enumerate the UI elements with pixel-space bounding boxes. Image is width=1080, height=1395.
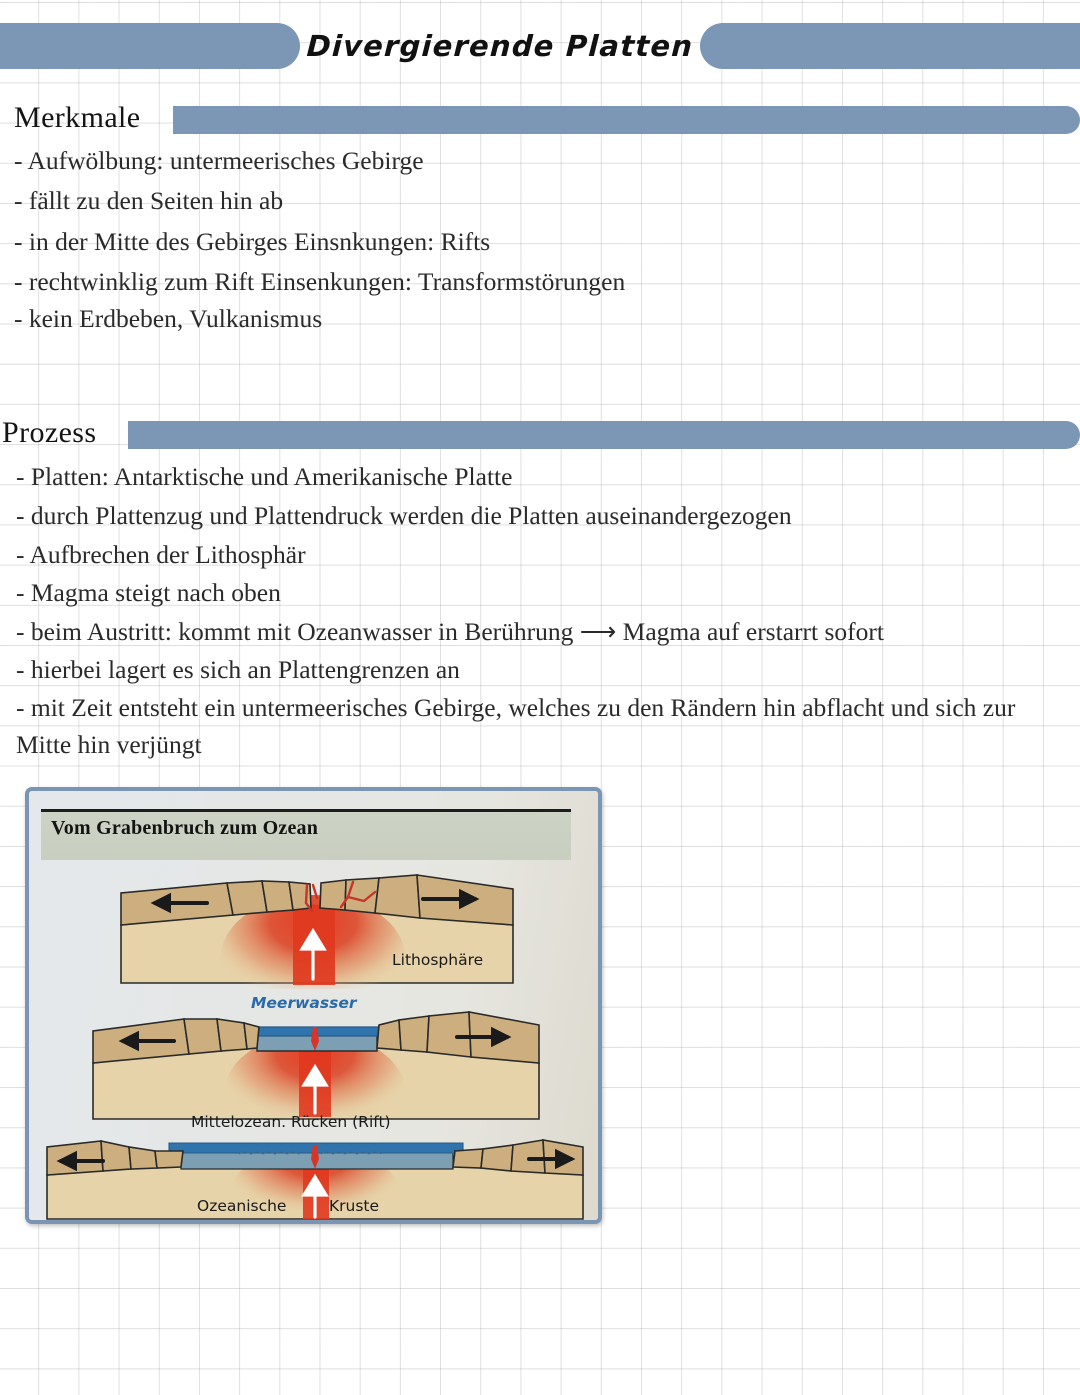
figure-label-meerwasser: Meerwasser — [251, 994, 357, 1012]
figure-label-mittelozean-ruecken: Mittelozean. Rücken (Rift) — [191, 1113, 391, 1131]
figure-panel-3 — [43, 1135, 588, 1220]
figure-title-band — [41, 809, 571, 860]
figure-title: Vom Grabenbruch zum Ozean — [51, 817, 319, 839]
prozess-line-2: - durch Plattenzug und Plattendruck werd… — [16, 501, 792, 530]
title-highlight-left — [0, 23, 300, 69]
prozess-line-6: - hierbei lagert es sich an Plattengrenz… — [16, 655, 460, 684]
merkmale-line-5: - kein Erdbeben, Vulkanismus — [14, 304, 323, 333]
figure-label-ozeanische: Ozeanische — [197, 1197, 287, 1215]
figure-panel-1 — [117, 871, 517, 989]
merkmale-line-3: - in der Mitte des Gebirges Einsnkungen:… — [14, 227, 491, 256]
merkmale-highlight — [173, 106, 1080, 134]
prozess-highlight — [128, 421, 1080, 449]
prozess-line-3: - Aufbrechen der Lithosphär — [16, 540, 306, 569]
figure-canvas: Vom Grabenbruch zum Ozean — [29, 791, 598, 1220]
title-highlight-row — [0, 20, 1080, 72]
page-title: Divergierende Platten — [305, 29, 695, 63]
section-heading-merkmale: Merkmale — [14, 101, 141, 134]
merkmale-line-1: - Aufwölbung: untermeerisches Gebirge — [14, 146, 424, 175]
title-highlight-right — [700, 23, 1080, 69]
figure-label-lithosphaere: Lithosphäre — [392, 951, 484, 969]
prozess-line-4: - Magma steigt nach oben — [16, 578, 281, 607]
prozess-line-1: - Platten: Antarktische und Amerikanisch… — [16, 462, 513, 491]
section-heading-prozess: Prozess — [2, 416, 97, 449]
figure-label-kruste: Kruste — [329, 1197, 380, 1215]
prozess-line-5: - beim Austritt: kommt mit Ozeanwasser i… — [16, 617, 884, 646]
figure-grabenbruch-zum-ozean: Vom Grabenbruch zum Ozean — [25, 787, 602, 1224]
prozess-line-7: - mit Zeit entsteht ein untermeerisches … — [16, 693, 1016, 759]
merkmale-line-4: - rechtwinklig zum Rift Einsenkungen: Tr… — [14, 267, 626, 296]
merkmale-line-2: - fällt zu den Seiten hin ab — [14, 186, 284, 215]
figure-panel-2 — [89, 1007, 544, 1125]
